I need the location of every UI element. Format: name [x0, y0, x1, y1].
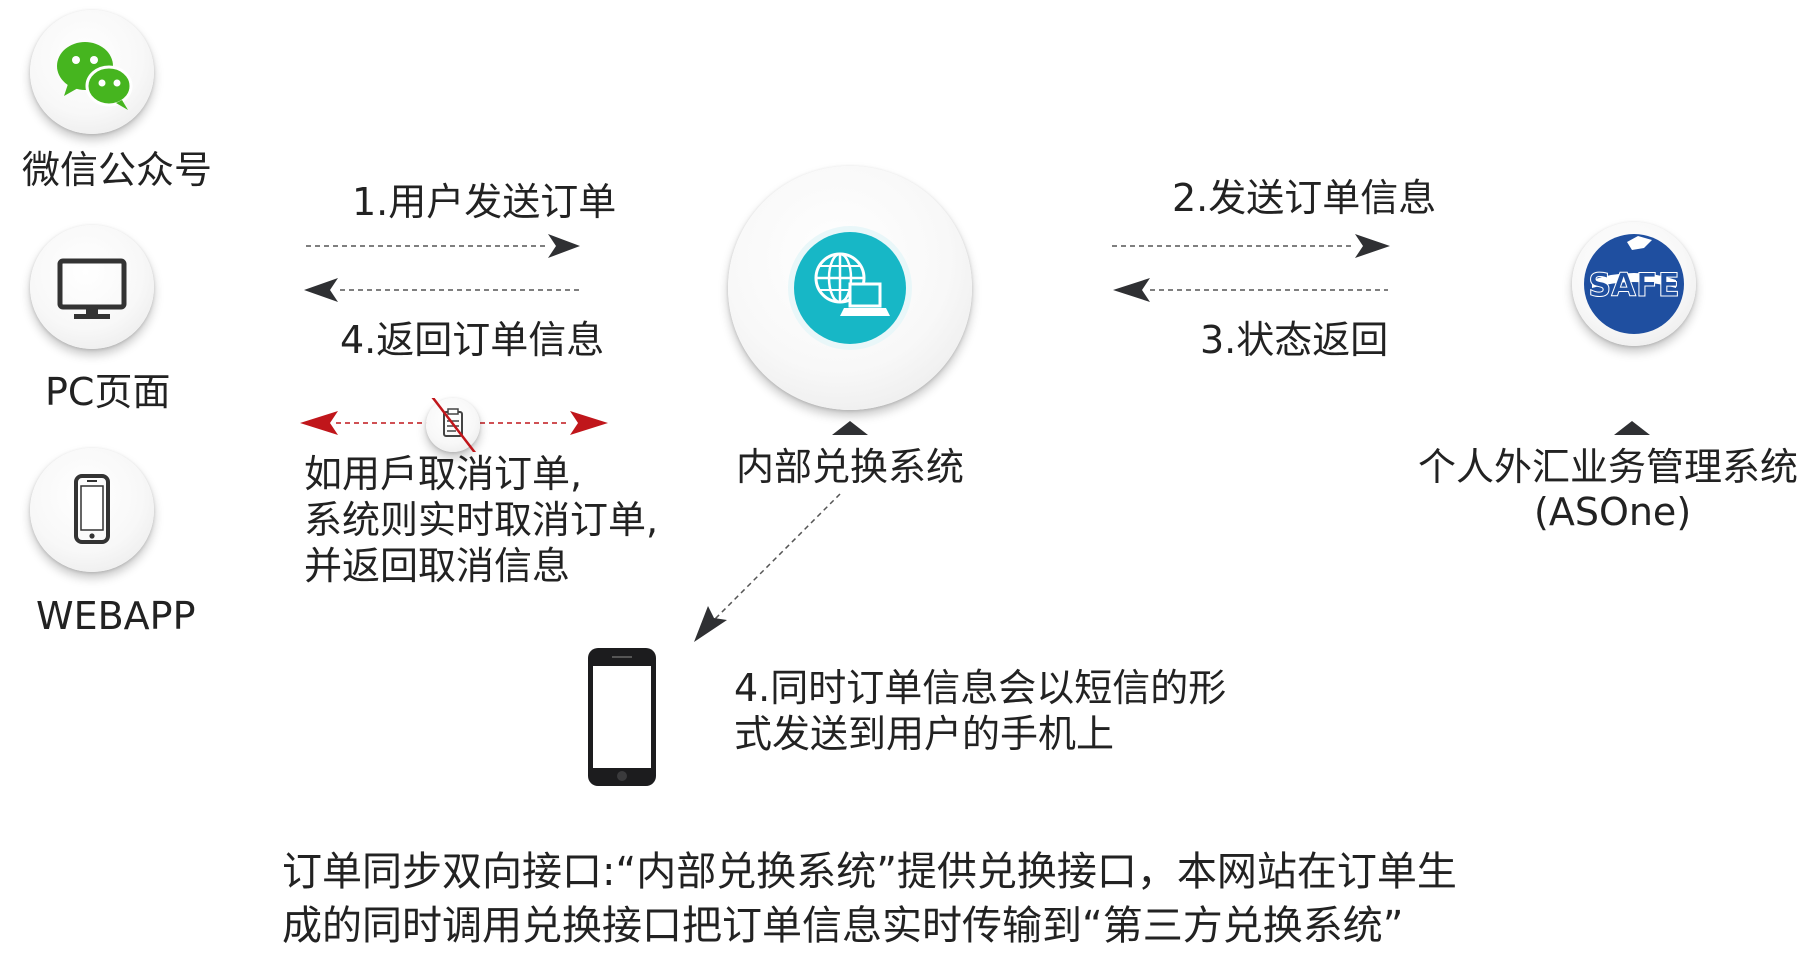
safe-logo: SAFE [1584, 234, 1684, 334]
internal-system-circle [728, 166, 972, 410]
safe-logo-text: SAFE [1588, 266, 1680, 304]
sms-text-line-2: 式发送到用户的手机上 [734, 712, 1115, 756]
sms-arrow [711, 493, 841, 623]
wechat-circle [30, 10, 154, 134]
cancel-circle [426, 398, 480, 452]
cancel-text-line-1: 如用戶取消订单, [304, 452, 583, 496]
send-order-label: 1.用户发送订单 [352, 180, 617, 224]
sms-text-line-1: 4.同时订单信息会以短信的形 [734, 666, 1227, 710]
status-return-label: 3.状态返回 [1200, 318, 1389, 362]
globe-computer-icon [788, 226, 912, 350]
no-clipboard-icon [431, 398, 477, 452]
wechat-label: 微信公众号 [22, 148, 213, 192]
webapp-circle [30, 448, 154, 572]
wechat-icon [57, 42, 133, 110]
cancel-text-line-2: 系统则实时取消订单, [304, 498, 659, 542]
footer-line-1: 订单同步双向接口:“内部兑换系统”提供兑换接口，本网站在订单生 [282, 849, 1457, 895]
send-order-info-label: 2.发送订单信息 [1172, 176, 1437, 220]
footer-line-2: 成的同时调用兑换接口把订单信息实时传输到“第三方兑换系统” [282, 903, 1404, 949]
phone-icon [74, 474, 110, 544]
external-system-label-line-2: (ASOne) [1534, 490, 1692, 534]
internal-pin [832, 421, 868, 435]
cancel-text-line-3: 并返回取消信息 [304, 544, 571, 588]
webapp-label: WEBAPP [36, 594, 196, 638]
monitor-icon [57, 258, 127, 319]
external-system-label-line-1: 个人外汇业务管理系统 [1418, 445, 1799, 489]
safe-circle: SAFE [1572, 222, 1696, 346]
pc-circle [30, 225, 154, 349]
return-order-label: 4.返回订单信息 [340, 318, 605, 362]
internal-system-label: 内部兑换系统 [736, 445, 965, 489]
pc-label: PC页面 [45, 370, 171, 414]
external-pin [1614, 421, 1650, 435]
